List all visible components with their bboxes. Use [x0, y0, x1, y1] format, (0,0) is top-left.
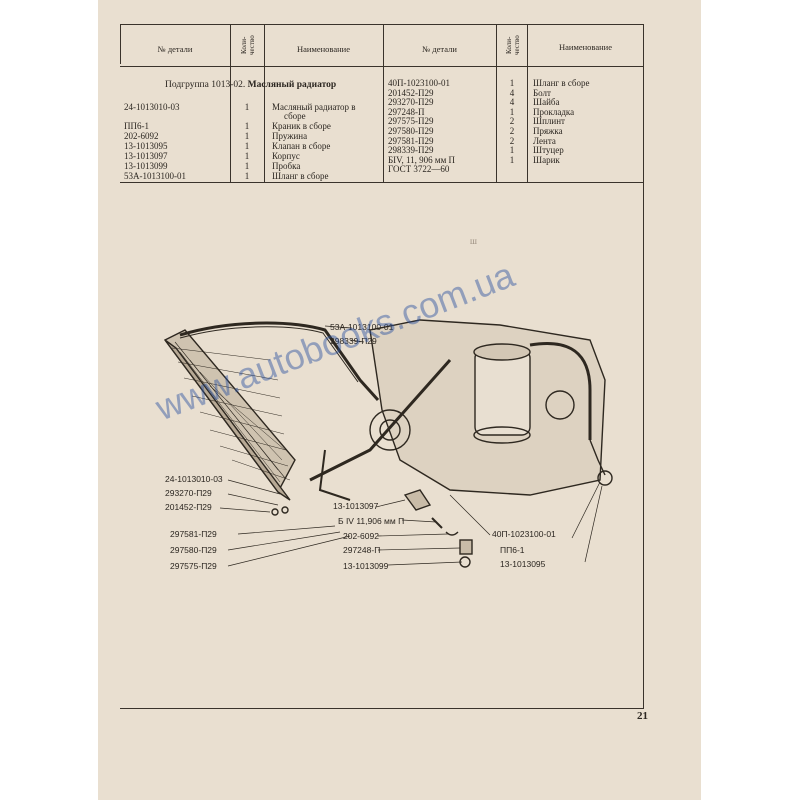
right-row-part-no: 297581-П29: [388, 135, 434, 146]
right-row-name: Шплинт: [533, 116, 565, 127]
callout-buckle: 297580-П29: [170, 545, 217, 555]
callout-spring: 202-6092: [343, 531, 379, 541]
right-row-part-no: 293270-П29: [388, 97, 434, 108]
right-row-name: Шарик: [533, 154, 560, 165]
subgroup-title: Подгруппа 1013-02. Масляный радиатор: [165, 80, 336, 90]
left-row-qty: 1: [244, 161, 250, 171]
header-qty-left: Коли-чество: [240, 35, 256, 55]
left-row-name: Клапан в сборе: [272, 141, 331, 151]
right-row-qty: 4: [509, 97, 515, 108]
frame-left-rule: [120, 24, 121, 64]
right-row-part-no: ГОСТ 3722—60: [388, 164, 450, 175]
left-row-part-no: 53А-1013100-01: [124, 171, 186, 181]
callout-valve: 13-1013095: [500, 559, 546, 569]
left-row-name: Масляный радиатор в: [272, 102, 356, 112]
right-row-qty: 2: [509, 135, 515, 146]
right-row-name: Шланг в сборе: [533, 78, 590, 88]
column-divider: [383, 24, 384, 182]
left-row-name: Краник в сборе: [272, 121, 331, 131]
header-part-no-right: № детали: [422, 44, 457, 54]
table-bottom-rule: [120, 182, 644, 183]
right-row-name: Шайба: [533, 97, 560, 108]
right-row-part-no: БIV, 11, 906 мм П: [388, 154, 456, 165]
left-row-part-no: 13-1013095: [124, 141, 168, 151]
right-row-qty: 1: [509, 154, 515, 165]
right-row-name: Пряжка: [533, 126, 563, 136]
right-row-part-no: 297580-П29: [388, 126, 434, 136]
left-row-part-no: 13-1013097: [124, 151, 168, 161]
right-row-qty: 2: [509, 116, 515, 127]
right-row-part-no: 297575-П29: [388, 116, 434, 127]
callout-plug: 13-1013099: [343, 561, 389, 571]
right-row-part-no: 40П-1023100-01: [388, 78, 450, 88]
right-row-part-no: 297248-П: [388, 106, 425, 117]
column-divider: [496, 24, 497, 182]
left-row-name-cont: сборе: [284, 111, 306, 121]
column-divider: [264, 24, 265, 182]
right-row-name: Штуцер: [533, 145, 564, 156]
right-row-name: Болт: [533, 87, 551, 98]
frame-right-rule: [643, 24, 644, 708]
stray-mark: ш: [470, 236, 477, 246]
callout-band: 297581-П29: [170, 529, 217, 539]
radiator-core: [163, 329, 296, 501]
subgroup-name: Масляный радиатор: [247, 80, 337, 90]
callout-hose-53a: 53А-1013100-01: [330, 322, 394, 332]
callout-ball: Б IV 11,906 мм П: [338, 516, 405, 526]
header-part-no-left: № детали: [157, 44, 193, 54]
right-row-name: Лента: [533, 135, 556, 146]
header-name-right: Наименование: [559, 42, 612, 52]
right-row-part-no: 201452-П29: [388, 87, 434, 98]
header-rule: [120, 66, 644, 67]
left-row-name: Шланг в сборе: [272, 171, 329, 181]
left-row-name: Пружина: [272, 131, 308, 141]
left-row-qty: 1: [244, 131, 250, 141]
frame-bottom-rule: [120, 708, 644, 709]
left-row-qty: 1: [244, 121, 250, 131]
right-row-qty: 4: [509, 87, 515, 98]
page-number: 21: [637, 710, 648, 722]
left-row-part-no: 13-1013099: [124, 161, 168, 171]
oil-radiator-exploded-diagram: [163, 319, 613, 568]
right-row-qty: 1: [509, 145, 515, 156]
left-row-part-no: ПП6-1: [124, 121, 149, 131]
callout-cotter: 297575-П29: [170, 561, 217, 571]
callout-fitting-298339: 298339-П29: [330, 336, 377, 346]
callout-gasket: 297248-П: [343, 545, 381, 555]
left-row-part-no: 24-1013010-03: [124, 102, 180, 112]
left-row-part-no: 202-6092: [124, 131, 159, 141]
callout-radiator: 24-1013010-03: [165, 474, 223, 484]
right-row-qty: 1: [509, 106, 515, 117]
right-row-qty: 1: [509, 78, 515, 88]
callout-hose-40p: 40П-1023100-01: [492, 529, 556, 539]
right-row-part-no: 298339-П29: [388, 145, 434, 156]
right-row-qty: 2: [509, 126, 515, 136]
header-qty-right: Коли-чество: [505, 35, 521, 55]
column-divider: [230, 24, 231, 182]
callout-body: 13-1013097: [333, 501, 379, 511]
left-row-name: Корпус: [272, 151, 300, 161]
frame-top-rule: [120, 24, 644, 25]
callout-bolt: 201452-П29: [165, 502, 212, 512]
left-row-qty: 1: [244, 151, 250, 161]
header-name-left: Наименование: [297, 44, 350, 54]
callout-tap: ПП6-1: [500, 545, 525, 555]
left-row-qty: 1: [244, 171, 250, 181]
column-divider: [527, 24, 528, 182]
left-row-name: Пробка: [272, 161, 301, 171]
left-row-qty: 1: [244, 102, 250, 112]
callout-washer: 293270-П29: [165, 488, 212, 498]
right-row-name: Прокладка: [533, 106, 575, 117]
left-row-qty: 1: [244, 141, 250, 151]
subgroup-prefix: Подгруппа 1013-02.: [165, 80, 246, 90]
